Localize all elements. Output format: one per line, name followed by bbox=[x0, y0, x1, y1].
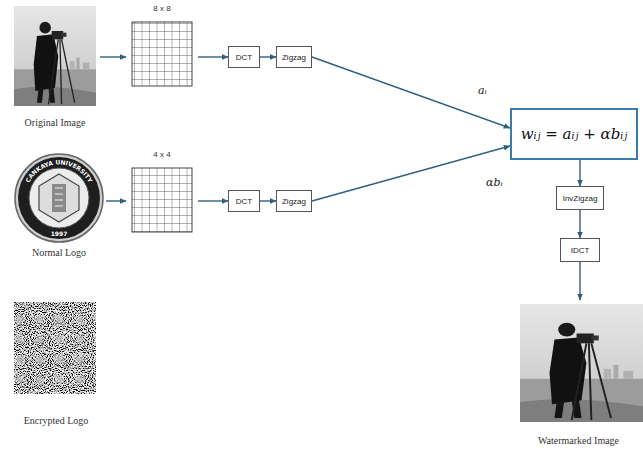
image-caption: Encrypted Logo bbox=[24, 415, 89, 426]
logo-ring bbox=[18, 157, 100, 239]
university-logo: CANKAYA UNIVERSITY 1997 bbox=[15, 154, 103, 242]
formula-box: wᵢⱼ = aᵢⱼ + αbᵢⱼ bbox=[510, 108, 638, 160]
process-box: IDCT bbox=[560, 238, 600, 262]
process-box: DCT bbox=[228, 46, 260, 68]
process-box: Zigzag bbox=[276, 190, 312, 212]
grid-size-label: 8 x 8 bbox=[153, 4, 170, 13]
logo-hexagon bbox=[39, 174, 79, 222]
flow-arrow bbox=[198, 200, 228, 201]
box-label: Zigzag bbox=[282, 53, 306, 62]
logo-center bbox=[29, 168, 89, 228]
logo-emblem bbox=[52, 184, 66, 212]
flow-arrow bbox=[260, 56, 276, 57]
block-grid-node: 4 x 4 bbox=[126, 150, 198, 238]
flow-arrow bbox=[312, 57, 510, 128]
edge-label: αbᵢ bbox=[484, 176, 505, 189]
logo-rim bbox=[15, 154, 103, 242]
process-box: Zigzag bbox=[276, 46, 312, 68]
process-box: DCT bbox=[228, 190, 260, 212]
box-label: Zigzag bbox=[282, 197, 306, 206]
image-caption: Original Image bbox=[25, 117, 86, 128]
box-label: IDCT bbox=[571, 246, 590, 255]
flow-arrow bbox=[312, 146, 510, 201]
grid-size-label: 4 x 4 bbox=[153, 150, 170, 159]
grid-border bbox=[132, 22, 192, 86]
logo-emblem-lines bbox=[55, 188, 63, 206]
image-node: Encrypted Logo bbox=[10, 300, 102, 426]
flow-arrow bbox=[106, 200, 126, 201]
box-label: DCT bbox=[236, 197, 252, 206]
box-label: DCT bbox=[236, 53, 252, 62]
watermarked-photo bbox=[520, 304, 643, 422]
flow-arrow bbox=[198, 56, 228, 57]
flow-arrow bbox=[260, 200, 276, 201]
image-caption: Normal Logo bbox=[32, 247, 86, 258]
flow-arrow bbox=[579, 210, 580, 238]
block-grid bbox=[132, 22, 192, 86]
flow-arrow bbox=[579, 262, 580, 300]
grid-border bbox=[132, 168, 192, 232]
edge-label: aᵢ bbox=[476, 84, 489, 97]
flow-arrow bbox=[100, 56, 126, 57]
box-label: InvZigzag bbox=[563, 194, 598, 203]
image-caption: Watermarked Image bbox=[538, 435, 619, 446]
image-node: Watermarked Image bbox=[516, 300, 641, 446]
image-node: Original Image bbox=[10, 4, 100, 128]
process-box: InvZigzag bbox=[556, 186, 604, 210]
encrypted-noise bbox=[14, 302, 96, 394]
original-photo bbox=[14, 6, 96, 106]
block-grid bbox=[132, 168, 192, 232]
logo-text: CANKAYA UNIVERSITY bbox=[24, 158, 95, 184]
box-label: wᵢⱼ = aᵢⱼ + αbᵢⱼ bbox=[521, 125, 628, 143]
block-grid-node: 8 x 8 bbox=[126, 4, 198, 92]
image-node: Normal Logo bbox=[12, 152, 106, 258]
logo-year: 1997 bbox=[51, 230, 68, 237]
flow-arrow bbox=[579, 160, 580, 186]
